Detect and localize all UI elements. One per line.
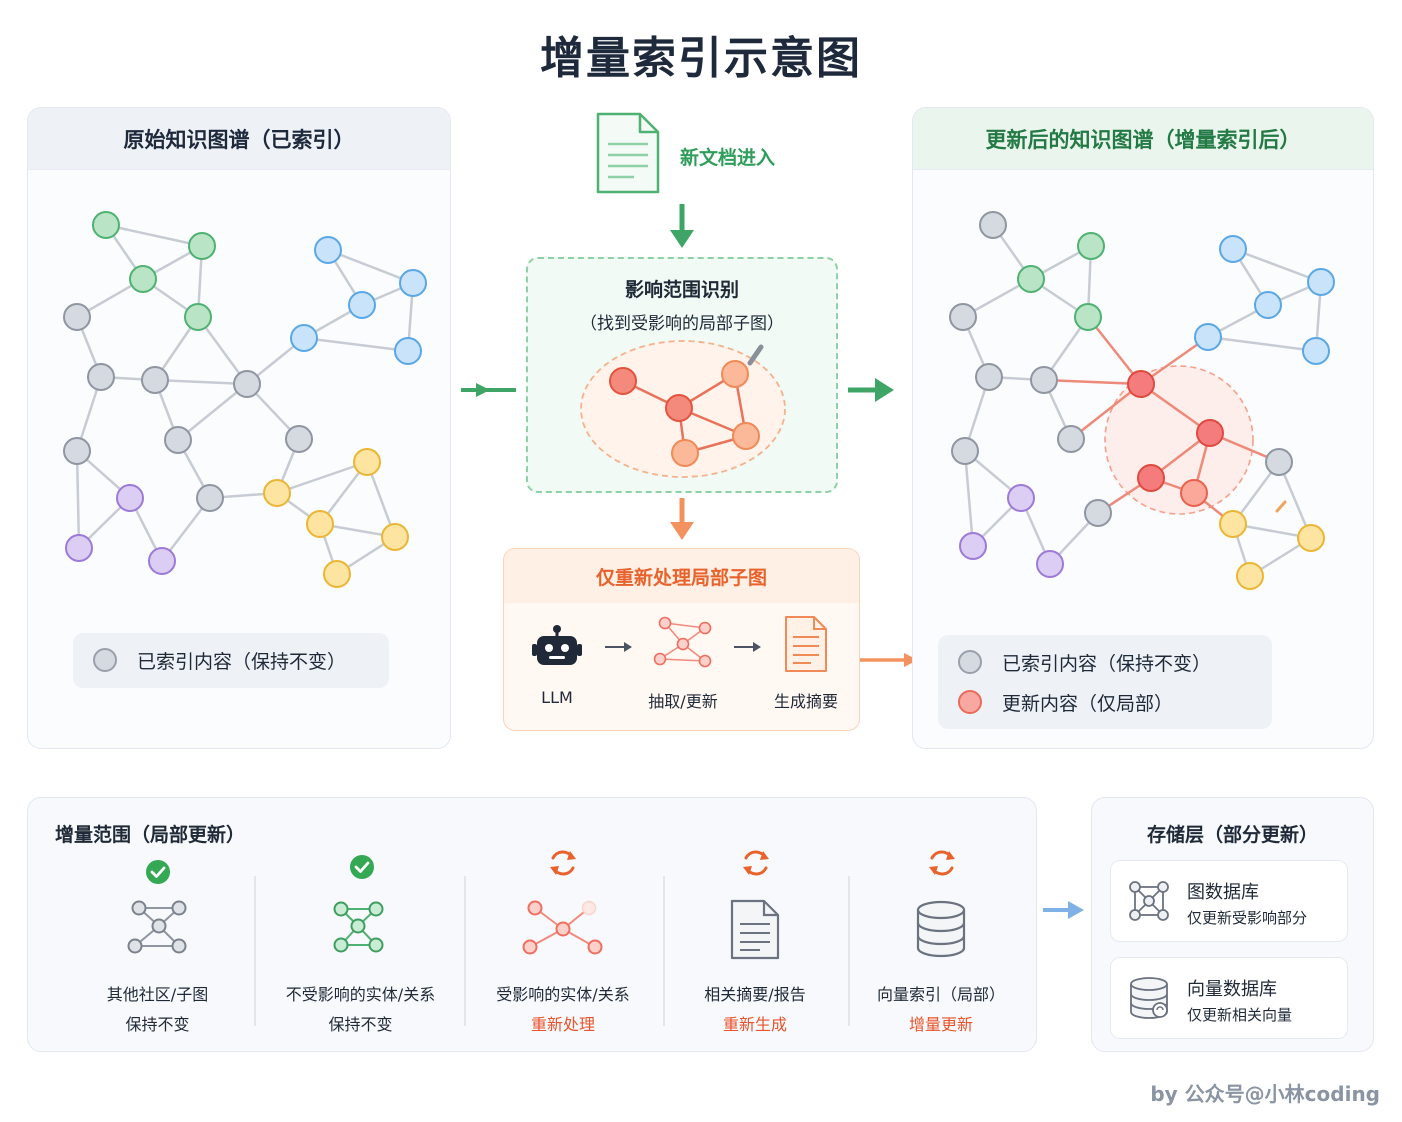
- scope-title: 增量范围（局部更新）: [55, 824, 246, 846]
- updated-graph-panel: 更新后的知识图谱（增量索引后）: [912, 107, 1374, 749]
- original-graph: [63, 211, 427, 588]
- original-graph-panel: 原始知识图谱（已索引）: [27, 107, 451, 749]
- arrow-right-icon: [734, 642, 761, 652]
- refresh-icon: [929, 850, 955, 876]
- divider: [254, 876, 256, 1026]
- spark-icon: [1275, 500, 1287, 513]
- database-icon: [916, 900, 966, 958]
- scope-item-summaries: 相关摘要/报告 重新生成: [674, 798, 836, 1053]
- divider: [663, 876, 665, 1026]
- scope-status: 保持不变: [125, 1015, 190, 1034]
- storage-layer-panel: 存储层（部分更新） 图数据库 仅更新受影响部分: [1091, 797, 1374, 1052]
- affected-subgraph: [580, 340, 786, 478]
- arrow-into-impact: [461, 383, 516, 397]
- divider: [464, 876, 466, 1026]
- scope-label: 向量索引（局部）: [876, 985, 1005, 1004]
- reprocess-pipeline: [532, 616, 827, 672]
- arrow-down-orange: [670, 498, 694, 540]
- legend-label: 已索引内容（保持不变）: [137, 650, 347, 673]
- summary-doc-icon: [785, 616, 827, 672]
- legend-item-indexed: 已索引内容（保持不变）: [938, 642, 1272, 682]
- reprocess-subgraph-box: 仅重新处理局部子图: [503, 548, 860, 731]
- storage-card-vector-db: 向量数据库 仅更新相关向量: [1110, 957, 1348, 1039]
- scope-status: 重新生成: [722, 1015, 787, 1034]
- impact-subtitle: （找到受影响的局部子图）: [580, 314, 784, 334]
- vector-db-icon: [1130, 977, 1168, 1019]
- green-graph-icon: [333, 901, 384, 953]
- reprocess-title: 仅重新处理局部子图: [504, 549, 859, 603]
- watermark: by 公众号@小林coding: [1150, 1082, 1380, 1106]
- divider: [848, 876, 850, 1026]
- scope-label: 不受影响的实体/关系: [285, 985, 436, 1004]
- legend-item-updated: 更新内容（仅局部）: [938, 682, 1272, 722]
- check-icon: [350, 855, 374, 879]
- step-label-summary: 生成摘要: [773, 692, 838, 711]
- arrow-out-impact: [848, 378, 894, 402]
- legend-label: 已索引内容（保持不变）: [1002, 652, 1212, 675]
- updated-graph-title: 更新后的知识图谱（增量索引后）: [913, 108, 1373, 170]
- original-graph-title: 原始知识图谱（已索引）: [28, 108, 450, 170]
- graph-db-icon: [1129, 881, 1169, 921]
- red-dot-icon: [958, 690, 982, 714]
- report-doc-icon: [730, 899, 780, 960]
- storage-name: 图数据库: [1187, 882, 1259, 903]
- new-document-label: 新文档进入: [680, 147, 776, 169]
- scope-status: 保持不变: [328, 1015, 393, 1034]
- impact-detection-box: 影响范围识别 （找到受影响的局部子图）: [526, 257, 838, 493]
- incremental-scope-panel: 增量范围（局部更新）: [27, 797, 1037, 1052]
- red-graph-icon: [522, 900, 603, 955]
- scope-status: 增量更新: [908, 1015, 973, 1034]
- gray-graph-icon: [127, 900, 187, 954]
- scope-item-vector-index: 向量索引（局部） 增量更新: [858, 798, 1024, 1053]
- updated-graph: [949, 211, 1335, 590]
- storage-card-graph-db: 图数据库 仅更新受影响部分: [1110, 860, 1348, 942]
- new-document-icon: [596, 112, 660, 194]
- step-label-llm: LLM: [541, 688, 573, 707]
- step-label-extract: 抽取/更新: [648, 692, 718, 711]
- arrow-right-icon: [605, 642, 632, 652]
- scope-item-other-communities: 其他社区/子图 保持不变: [75, 798, 240, 1053]
- legend-label: 更新内容（仅局部）: [1002, 692, 1174, 715]
- pencil-icon: [747, 344, 764, 366]
- subgraph-icon: [653, 616, 712, 668]
- robot-icon: [532, 625, 582, 665]
- storage-name: 向量数据库: [1187, 979, 1277, 1000]
- scope-item-affected-entities: 受影响的实体/关系 重新处理: [474, 798, 652, 1053]
- storage-desc: 仅更新相关向量: [1187, 1006, 1293, 1024]
- arrow-to-storage: [1043, 901, 1084, 919]
- scope-item-unaffected-entities: 不受影响的实体/关系 保持不变: [268, 798, 453, 1053]
- arrow-down-green: [670, 204, 694, 248]
- gray-dot-icon: [958, 650, 982, 674]
- arrow-to-right-panel: [860, 653, 918, 667]
- legend-item-indexed: 已索引内容（保持不变）: [73, 640, 389, 680]
- scope-status: 重新处理: [530, 1015, 595, 1034]
- updated-legend: 已索引内容（保持不变） 更新内容（仅局部）: [938, 635, 1272, 729]
- storage-title: 存储层（部分更新）: [1146, 824, 1318, 846]
- scope-label: 其他社区/子图: [106, 985, 209, 1004]
- scope-label: 受影响的实体/关系: [496, 985, 630, 1004]
- check-icon: [146, 860, 170, 884]
- refresh-icon: [550, 850, 576, 876]
- impact-title: 影响范围识别: [624, 279, 739, 301]
- gray-dot-icon: [93, 648, 117, 672]
- page-title: 增量索引示意图: [540, 33, 862, 84]
- scope-label: 相关摘要/报告: [704, 985, 806, 1004]
- storage-desc: 仅更新受影响部分: [1187, 909, 1308, 927]
- original-legend: 已索引内容（保持不变）: [73, 633, 389, 688]
- refresh-icon: [743, 850, 769, 876]
